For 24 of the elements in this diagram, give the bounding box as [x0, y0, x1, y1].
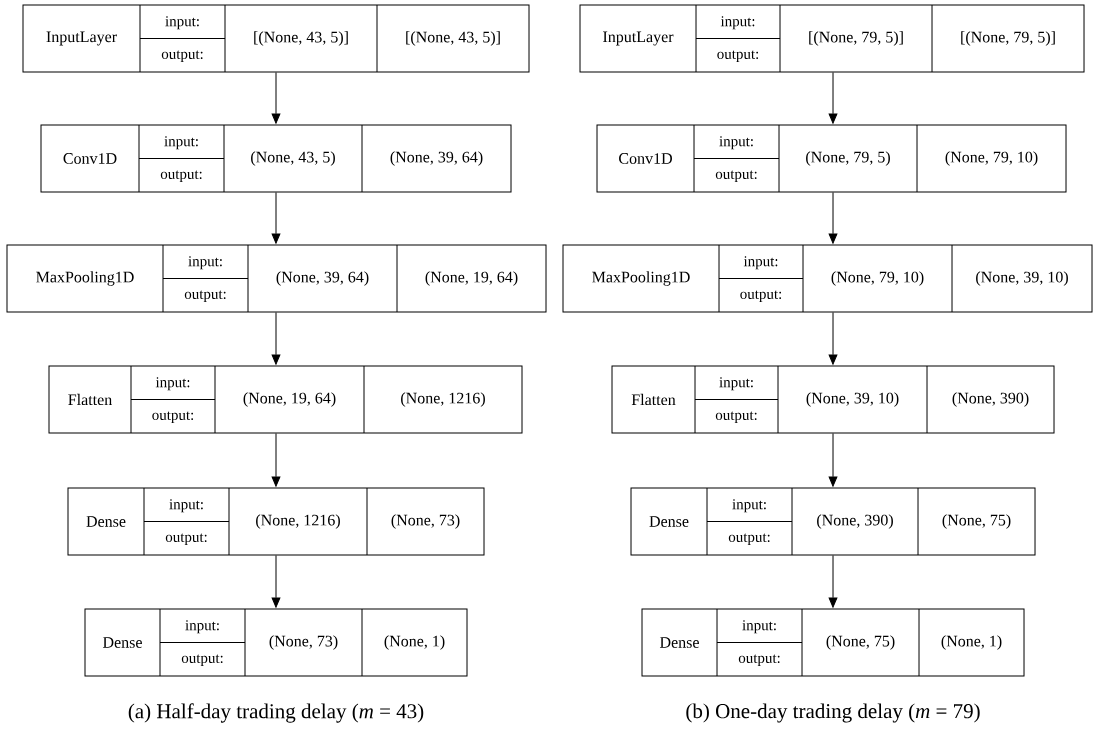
layer-box: MaxPooling1D input: output: (None, 39, 64) (None, 19, 64) — [6, 244, 547, 313]
layer-box: Dense input: output: (None, 390) (None, 75) — [630, 487, 1036, 556]
arrow — [828, 555, 838, 608]
arrow — [271, 192, 281, 244]
layer-box: Flatten input: output: (None, 39, 10) (None, 390) — [611, 365, 1055, 434]
arrow — [271, 555, 281, 608]
layer-box: Flatten input: output: (None, 19, 64) (None, 1216) — [48, 365, 523, 434]
layer-box: Dense input: output: (None, 73) (None, 1) — [84, 608, 468, 677]
layer-box: MaxPooling1D input: output: (None, 79, 10) (None, 39, 10) — [562, 244, 1093, 313]
layer-box: InputLayer input: output: [(None, 79, 5)] [(None, 79, 5)] — [579, 4, 1085, 73]
subfigure-caption: (b) One-day trading delay (m = 79) — [686, 703, 980, 723]
layer-box: Dense input: output: (None, 75) (None, 1) — [641, 608, 1025, 677]
arrow — [271, 72, 281, 124]
arrow — [828, 72, 838, 124]
layer-box: Conv1D input: output: (None, 79, 5) (None, 79, 10) — [596, 124, 1067, 193]
layer-box: InputLayer input: output: [(None, 43, 5)] [(None, 43, 5)] — [22, 4, 530, 73]
arrow — [271, 312, 281, 365]
arrow — [828, 192, 838, 244]
arrow — [828, 433, 838, 487]
layer-box: Dense input: output: (None, 1216) (None, 73) — [67, 487, 485, 556]
arrow — [271, 433, 281, 487]
layer-box: Conv1D input: output: (None, 43, 5) (None, 39, 64) — [40, 124, 512, 193]
subfigure-caption: (a) Half-day trading delay (m = 43) — [128, 703, 424, 723]
arrow — [828, 312, 838, 365]
